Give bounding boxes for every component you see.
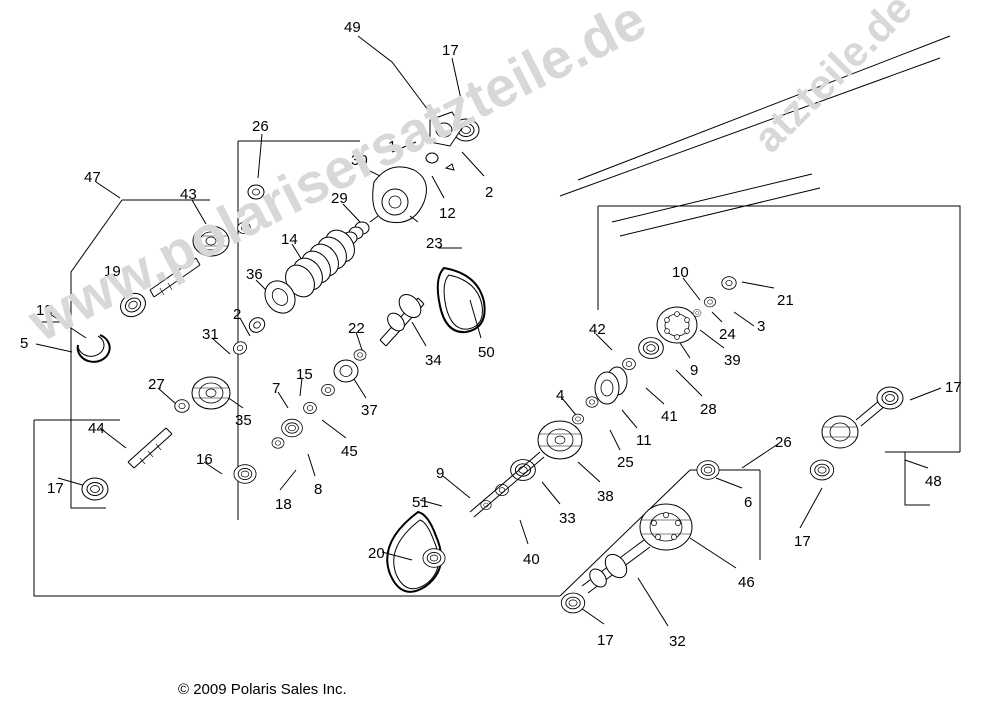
callout-17: 17	[597, 632, 614, 649]
callout-38: 38	[597, 488, 614, 505]
callout-17: 17	[442, 42, 459, 59]
callout-10: 10	[672, 264, 689, 281]
callout-24: 24	[719, 326, 736, 343]
callout-26: 26	[252, 118, 269, 135]
callout-43: 43	[180, 186, 197, 203]
callout-9: 9	[436, 465, 445, 482]
callout-45: 45	[341, 443, 358, 460]
callout-5: 5	[20, 335, 29, 352]
callout-33: 33	[559, 510, 576, 527]
callout-46: 46	[738, 574, 755, 591]
callout-27: 27	[148, 376, 165, 393]
callout-8: 8	[314, 481, 323, 498]
callout-34: 34	[425, 352, 442, 369]
callout-18: 18	[275, 496, 292, 513]
callout-15: 15	[296, 366, 313, 383]
callout-13: 13	[36, 302, 53, 319]
callout-42: 42	[589, 321, 606, 338]
copyright-notice: © 2009 Polaris Sales Inc.	[178, 681, 347, 698]
callout-25: 25	[617, 454, 634, 471]
callout-30: 30	[351, 152, 368, 169]
callout-35: 35	[235, 412, 252, 429]
callout-23: 23	[426, 235, 443, 252]
callout-47: 47	[84, 169, 101, 186]
callout-29: 29	[331, 190, 348, 207]
callout-40: 40	[523, 551, 540, 568]
callout-7: 7	[272, 380, 281, 397]
callout-11: 11	[636, 432, 652, 449]
callout-12: 12	[439, 205, 456, 222]
callout-17: 17	[794, 533, 811, 550]
callout-16: 16	[196, 451, 213, 468]
callout-36: 36	[246, 266, 263, 283]
callout-17: 17	[945, 379, 962, 396]
callout-19: 19	[104, 263, 121, 280]
callout-28: 28	[700, 401, 717, 418]
callout-44: 44	[88, 420, 105, 437]
callout-2: 2	[485, 184, 494, 201]
callout-6: 6	[744, 494, 753, 511]
callout-39: 39	[724, 352, 741, 369]
callout-1: 1	[388, 138, 397, 155]
callout-21: 21	[777, 292, 794, 309]
callout-49: 49	[344, 19, 361, 36]
callout-41: 41	[661, 408, 678, 425]
callout-51: 51	[412, 494, 429, 511]
callout-20: 20	[368, 545, 385, 562]
callout-26: 26	[775, 434, 792, 451]
callout-2: 2	[233, 306, 242, 323]
callout-14: 14	[281, 231, 298, 248]
callout-9: 9	[690, 362, 699, 379]
callout-4: 4	[556, 387, 565, 404]
callout-3: 3	[757, 318, 766, 335]
callout-17: 17	[47, 480, 64, 497]
callout-37: 37	[361, 402, 378, 419]
callout-22: 22	[348, 320, 365, 337]
callout-50: 50	[478, 344, 495, 361]
callout-31: 31	[202, 326, 219, 343]
callout-32: 32	[669, 633, 686, 650]
callout-48: 48	[925, 473, 942, 490]
